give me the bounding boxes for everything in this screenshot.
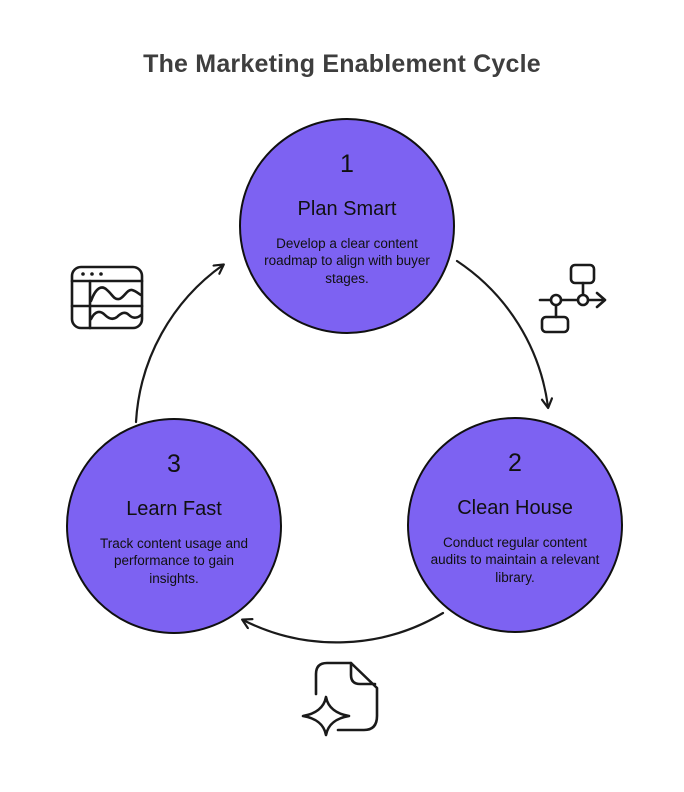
step-circle-plan-smart: 1 Plan Smart Develop a clear content roa…	[239, 118, 455, 334]
step-description: Develop a clear content roadmap to align…	[264, 235, 430, 286]
flowchart-icon	[538, 263, 607, 334]
sparkle-document-icon	[301, 661, 379, 737]
step-description: Conduct regular content audits to mainta…	[430, 534, 600, 585]
step-number: 1	[340, 150, 354, 178]
analytics-browser-icon	[70, 265, 144, 330]
step-description: Track content usage and performance to g…	[99, 535, 249, 586]
page-title: The Marketing Enablement Cycle	[143, 50, 541, 78]
step-title: Clean House	[457, 496, 573, 519]
step-number: 2	[508, 449, 522, 477]
step-title: Learn Fast	[126, 497, 222, 520]
step-number: 3	[167, 450, 181, 478]
step-circle-learn-fast: 3 Learn Fast Track content usage and per…	[66, 418, 282, 634]
arrow-step2-to-step3	[243, 611, 445, 644]
arrow-step3-to-step1	[134, 265, 223, 424]
arrow-step1-to-step2	[455, 259, 548, 407]
step-title: Plan Smart	[297, 197, 397, 220]
step-circle-clean-house: 2 Clean House Conduct regular content au…	[407, 417, 623, 633]
sparkle-icon	[301, 695, 351, 737]
